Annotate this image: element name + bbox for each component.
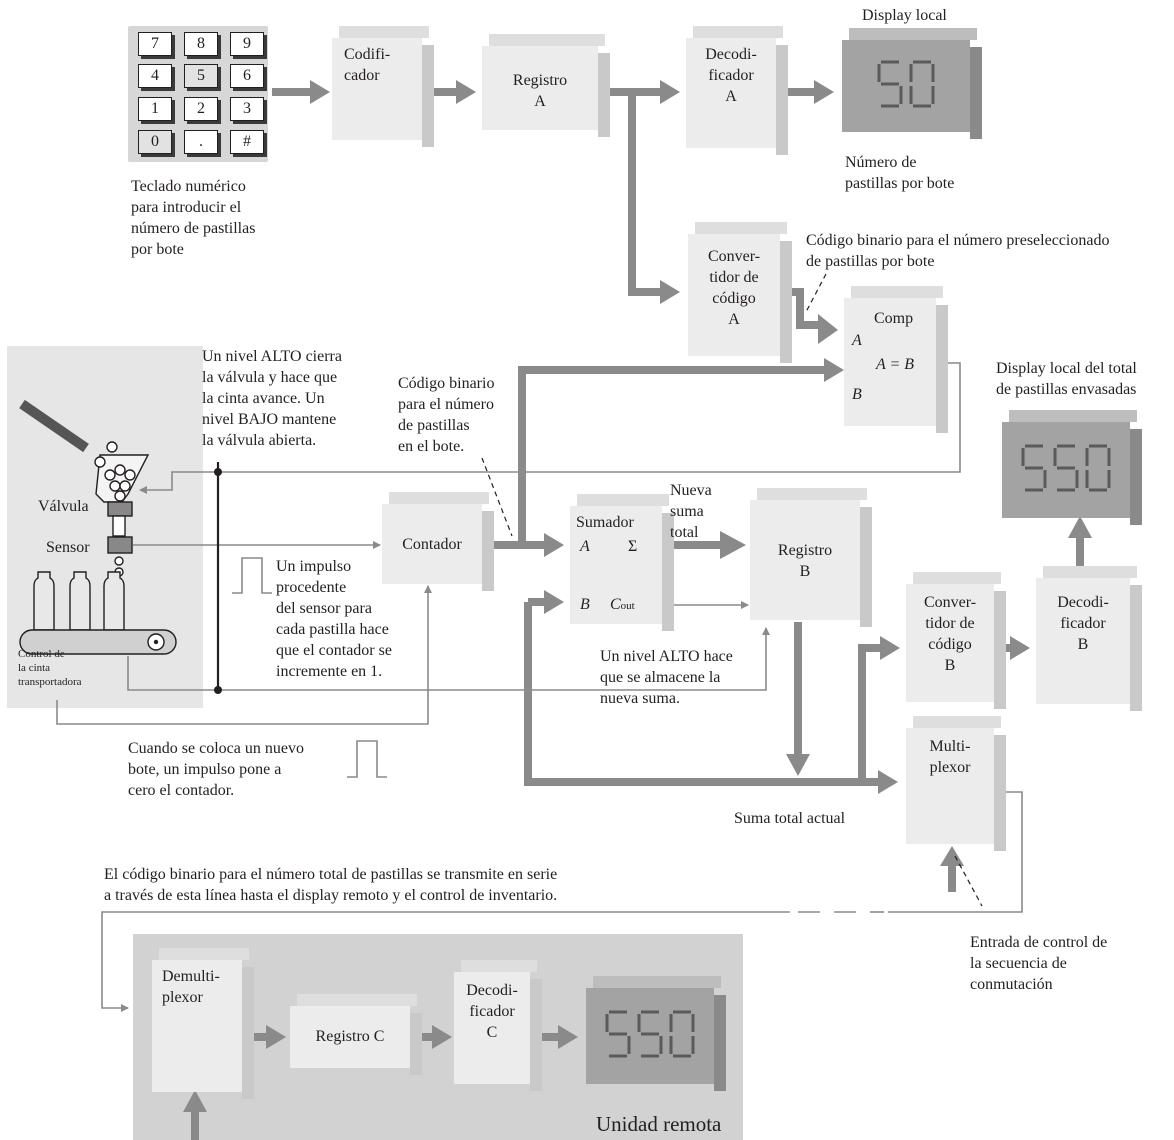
- seven-seg-total: [1016, 440, 1116, 500]
- display-remote: 550: [586, 976, 726, 1091]
- label-binary-preselect: Código binario para el número preselecci…: [806, 232, 1110, 270]
- registro-b-label: Registro B: [777, 542, 833, 580]
- decodificador-b-block: Decodi- ficador B: [1036, 566, 1142, 711]
- key-0[interactable]: 0: [138, 130, 172, 154]
- display-local-caption: Número de pastillas por bote: [845, 154, 955, 192]
- pulse-sensor: [232, 557, 272, 594]
- decodificador-b-label: Decodi- ficador B: [1057, 594, 1109, 653]
- decodificador-a-label: Decodi- ficador A: [705, 46, 757, 105]
- comp-input-b: B: [852, 386, 862, 403]
- label-entrada-control: Entrada de control de la secuencia de co…: [970, 934, 1108, 993]
- seven-seg-remote: [600, 1006, 700, 1066]
- registro-c-label: Registro C: [315, 1028, 385, 1045]
- key-6[interactable]: 6: [230, 64, 264, 88]
- comparator-block: Comp A A = B B: [844, 286, 948, 433]
- label-nueva-suma: Nueva suma total: [670, 482, 712, 541]
- comp-label: Comp: [874, 310, 914, 327]
- key-dot[interactable]: .: [184, 130, 218, 154]
- demultiplexor-label: Demulti- plexor: [162, 968, 220, 1006]
- pill-hopper: [19, 399, 177, 655]
- registro-c-block: Registro C: [290, 994, 422, 1075]
- leader-lines: [481, 273, 983, 907]
- label-impulso-sensor: Un impulso procedente del sensor para ca…: [276, 558, 392, 680]
- decodificador-a-block: Decodi- ficador A: [686, 26, 788, 155]
- pulse-reset: [347, 740, 387, 778]
- label-unidad-remota: Unidad remota: [596, 1112, 722, 1136]
- comp-output-aeqb: A = B: [876, 356, 915, 373]
- multiplexor-label: Multi- plexor: [929, 738, 971, 776]
- label-alto-cierra: Un nivel ALTO cierra la válvula y hace q…: [202, 348, 342, 449]
- registro-b-block: Registro B: [750, 488, 872, 627]
- seven-seg-local: [860, 56, 952, 116]
- key-5[interactable]: 5: [184, 64, 218, 88]
- sumador-block: Sumador A Σ B Cout: [570, 494, 674, 631]
- convertidor-a-block: Conver- tidor de código A: [688, 222, 792, 363]
- key-7[interactable]: 7: [138, 32, 172, 56]
- key-hash[interactable]: #: [230, 130, 264, 154]
- key-3[interactable]: 3: [230, 97, 264, 121]
- sumador-cout: Cout: [610, 596, 635, 613]
- sumador-sigma: Σ: [628, 538, 638, 555]
- display-total: 550: [1002, 410, 1142, 525]
- decodificador-c-label: Decodi- ficador C: [466, 982, 518, 1041]
- convertidor-b-label: Conver- tidor de código B: [923, 594, 977, 674]
- registro-a-label: Registro A: [512, 72, 568, 110]
- label-nuevo-bote: Cuando se coloca un nuevo bote, un impul…: [128, 740, 304, 799]
- contador-block: Contador: [382, 492, 494, 591]
- codificador-block: Codifi- cador: [332, 26, 434, 147]
- registro-a-block: Registro A: [482, 34, 610, 137]
- codificador-label: Codifi- cador: [344, 46, 391, 84]
- keypad-caption: Teclado numérico para introducir el núme…: [131, 178, 256, 258]
- demultiplexor-block: Demulti- plexor: [152, 948, 254, 1099]
- convertidor-b-block: Conver- tidor de código B: [906, 572, 1006, 709]
- key-4[interactable]: 4: [138, 64, 172, 88]
- sumador-input-b: B: [580, 596, 590, 613]
- label-control-cinta: Control de la cinta transportadora: [18, 648, 82, 688]
- display-local: 50: [842, 28, 982, 139]
- sumador-label: Sumador: [576, 514, 634, 531]
- label-serial-line: El código binario para el número total d…: [104, 866, 558, 904]
- contador-label: Contador: [402, 536, 462, 553]
- label-sensor: Sensor: [46, 539, 90, 556]
- key-1[interactable]: 1: [138, 97, 172, 121]
- sumador-input-a: A: [580, 538, 590, 555]
- comp-input-a: A: [852, 332, 862, 349]
- key-9[interactable]: 9: [230, 32, 264, 56]
- label-valvula: Válvula: [38, 498, 89, 515]
- display-total-title: Display local del total de pastillas env…: [996, 360, 1137, 398]
- key-2[interactable]: 2: [184, 97, 218, 121]
- label-binary-bote: Código binario para el número de pastill…: [398, 375, 495, 455]
- display-local-title: Display local: [862, 7, 947, 24]
- bus-arrowheads: [183, 80, 1092, 1112]
- label-suma-actual: Suma total actual: [734, 810, 846, 827]
- key-8[interactable]: 8: [184, 32, 218, 56]
- control-lines: [56, 362, 1023, 1012]
- convertidor-a-label: Conver- tidor de código A: [707, 248, 761, 328]
- label-alto-almacena: Un nivel ALTO hace que se almacene la nu…: [600, 648, 733, 707]
- multiplexor-block: Multi- plexor: [906, 716, 1006, 851]
- decodificador-c-block: Decodi- ficador C: [454, 960, 542, 1091]
